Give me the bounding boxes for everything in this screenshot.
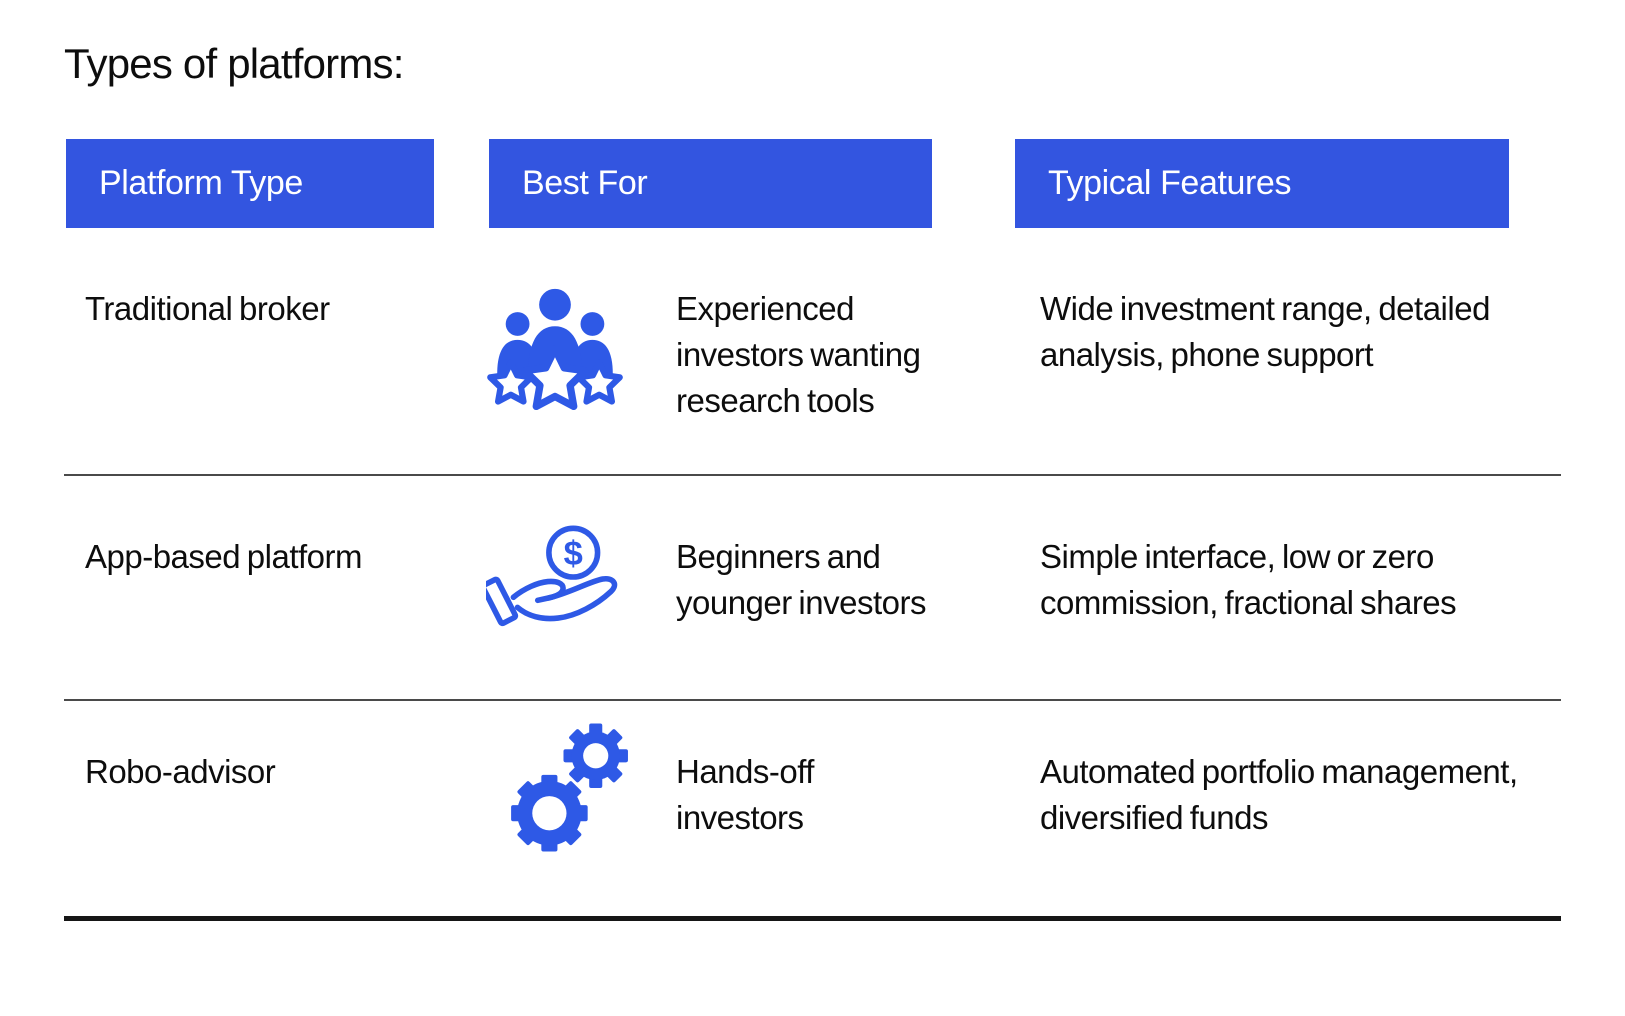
row-divider (64, 699, 1561, 701)
page-title: Types of platforms: (64, 40, 404, 87)
table-row-3-best-for: Hands-off investors (676, 753, 814, 836)
column-header-best-for: Best For (489, 139, 932, 228)
gears-icon (497, 710, 633, 867)
row-divider (64, 474, 1561, 476)
table-row-3-platform-type: Robo-advisor (85, 753, 276, 790)
hand-coin-icon: $ (480, 518, 628, 641)
table-row-1-typical-features: Wide investment range, detailed analysis… (1040, 290, 1490, 373)
column-header-typical-features: Typical Features (1015, 139, 1509, 228)
table-row-1-best-for: Experienced investors wanting research t… (676, 290, 921, 419)
svg-text:$: $ (564, 535, 583, 573)
table-row-2-platform-type: App-based platform (85, 538, 363, 575)
table-row-2-best-for: Beginners and younger investors (676, 538, 926, 621)
bottom-rule (64, 916, 1561, 921)
table-row-1-platform-type: Traditional broker (85, 290, 330, 327)
column-header-platform-type: Platform Type (66, 139, 434, 228)
table-row-3-typical-features: Automated portfolio management, diversif… (1040, 753, 1518, 836)
team-star-icon (487, 283, 623, 430)
table-row-2-typical-features: Simple interface, low or zero commission… (1040, 538, 1457, 621)
